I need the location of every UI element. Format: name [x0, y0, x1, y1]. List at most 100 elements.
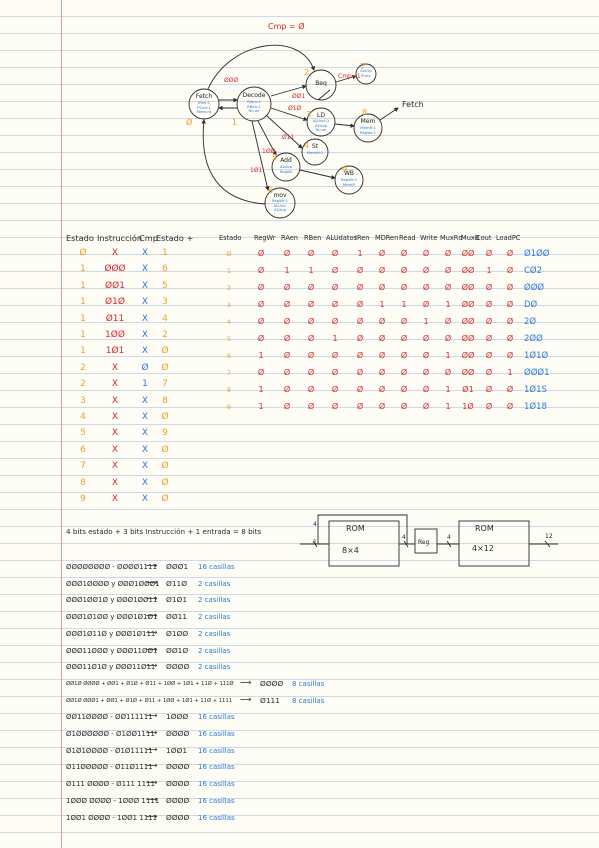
- output-table-estado: 1: [226, 267, 232, 275]
- output-table-cell: Ø: [378, 385, 386, 394]
- output-table-cell: 1Ø: [462, 402, 474, 411]
- mapping-inputs: ØØØ11Ø1Ø y ØØØ11Ø11: [66, 663, 156, 672]
- bus-in-width: 4: [313, 521, 317, 528]
- mapping-output: ØØØØ: [166, 779, 190, 789]
- output-table-cell: Ø: [506, 351, 514, 360]
- node-add-sub: ALUop RegWr: [279, 164, 293, 174]
- output-table-cell: Ø: [283, 385, 291, 394]
- nst-cell: 9: [80, 494, 86, 504]
- output-table-cell: Ø: [400, 283, 408, 292]
- node-ld-label: LD: [317, 112, 325, 119]
- output-table-header: Read: [399, 234, 416, 242]
- output-table-cell: Ø: [506, 266, 514, 275]
- node-beq-label: Beq: [315, 80, 327, 87]
- nst-cell: 1: [80, 280, 86, 291]
- output-table-header: MuxRd: [440, 234, 463, 242]
- node-ld-circle: [306, 107, 336, 137]
- mapping-cells: 16 casillas: [198, 796, 235, 805]
- arrow-icon: ⟶: [146, 661, 158, 671]
- output-table-cell: 1: [445, 351, 451, 360]
- mapping-output: ØØØØ: [166, 762, 190, 772]
- output-table-cell: Ø: [307, 283, 315, 292]
- nst-cell: X: [141, 330, 149, 340]
- output-table-estado: 2: [226, 284, 232, 292]
- output-table-code: 2Ø: [524, 317, 537, 327]
- output-table-estado: 6: [226, 352, 232, 360]
- output-table-cell: Ø: [422, 300, 430, 309]
- output-table-cell: 1: [284, 266, 290, 275]
- mapping-inputs: Ø1Ø1ØØØØ - Ø1Ø11111: [66, 746, 153, 755]
- output-table-cell: Ø: [400, 317, 408, 326]
- output-table-cell: Ø: [257, 317, 265, 326]
- mapping-inputs: ØØØ1ØØ1Ø y ØØØ1ØØ11: [66, 596, 158, 605]
- output-table-cell: Ø: [400, 266, 408, 275]
- output-table-cell: 1: [258, 402, 264, 411]
- output-table-cell: Ø: [400, 385, 408, 394]
- nst-cell: 1: [80, 313, 86, 324]
- mapping-cells: 16 casillas: [198, 730, 235, 738]
- nst-header-instruccion: Instrucción: [97, 233, 143, 243]
- output-table-header: MDRen: [375, 234, 399, 242]
- mapping-inputs: ØØØ1Ø11Ø y ØØØ1Ø111: [66, 629, 156, 638]
- output-table-cell: ØØ: [461, 334, 475, 343]
- nst-cell: Ø: [161, 477, 169, 488]
- nst-cell: 2: [80, 362, 86, 373]
- nst-cell: X: [111, 395, 119, 406]
- node-st-circle: [301, 138, 329, 166]
- rom2-size: 4×12: [472, 544, 494, 553]
- node-mem-sub: MemR:1 RegWr:1: [360, 125, 376, 135]
- output-table-cell: Ø: [400, 249, 408, 258]
- nst-cell: 1: [80, 264, 86, 275]
- output-table-cell: Ø: [356, 385, 364, 394]
- output-table-cell: 1: [445, 402, 451, 411]
- output-table-cell: Ø: [331, 249, 339, 258]
- output-table-estado: 7: [226, 369, 232, 377]
- output-table-cell: Ø: [422, 351, 430, 360]
- nst-cell: 5: [80, 428, 86, 439]
- mapping-cells: 8 casillas: [292, 696, 325, 705]
- mapping-inputs: ØØØ11ØØØ y ØØØ11ØØ1: [66, 646, 158, 655]
- output-table-cell: ØØ: [461, 351, 475, 360]
- output-table-cell: Ø: [307, 351, 315, 360]
- nst-cell: 3: [80, 395, 86, 406]
- node-mem-circle: [353, 113, 383, 143]
- rom1-size: 8×4: [342, 546, 359, 555]
- output-table-cell: Ø: [422, 368, 430, 377]
- mapping-output: ØØØØ: [166, 812, 190, 822]
- nst-cell: X: [141, 280, 149, 291]
- output-table-cell: Ø: [422, 249, 430, 258]
- state-num-1: 1: [232, 118, 238, 127]
- output-table-cell: Ø: [331, 266, 339, 275]
- state-num-6: 6: [268, 186, 274, 195]
- output-table-cell: Ø: [444, 334, 452, 343]
- mapping-output: 1ØØØ: [166, 712, 189, 722]
- output-table-cell: Ø: [331, 317, 339, 326]
- node-wb-sub: RegWr:1 MemR: [341, 177, 357, 187]
- state-num-4: 4: [304, 141, 310, 150]
- mapping-cells: 2 casillas: [198, 646, 231, 655]
- arrow-icon: ⟶: [146, 711, 158, 721]
- output-table-cell: Ø: [283, 317, 291, 326]
- output-table-cell: Ø: [485, 402, 493, 411]
- output-table-cell: Ø: [485, 334, 493, 343]
- mapping-cells: 2 casillas: [198, 596, 231, 605]
- state-num-8: 8: [362, 108, 368, 117]
- output-table-cell: Ø: [378, 317, 386, 326]
- output-table-cell: Ø: [331, 368, 339, 377]
- output-table-header: RAen: [281, 234, 298, 242]
- output-table-cell: 1: [401, 300, 407, 309]
- nst-cell: Ø: [161, 444, 169, 455]
- nst-cell: X: [111, 379, 119, 390]
- output-table-cell: Ø: [257, 300, 265, 309]
- output-table-cell: Ø: [422, 402, 430, 411]
- rom-note: 4 bits estado + 3 bits Instrucción + 1 e…: [66, 527, 262, 536]
- mapping-inputs: ØØØ1Ø1ØØ y ØØØ1Ø1Ø1: [66, 613, 158, 622]
- output-table-cell: Ø: [283, 300, 291, 309]
- mapping-output: ØØØØ: [166, 729, 190, 738]
- nst-cell: 2: [80, 379, 86, 390]
- edge-label-000: ØØØ: [224, 77, 239, 84]
- output-table-cell: Ø: [257, 283, 265, 292]
- nst-cell: Ø: [161, 494, 169, 504]
- output-table-cell: Ø: [356, 334, 364, 343]
- arrow-icon: ⟶: [146, 611, 158, 621]
